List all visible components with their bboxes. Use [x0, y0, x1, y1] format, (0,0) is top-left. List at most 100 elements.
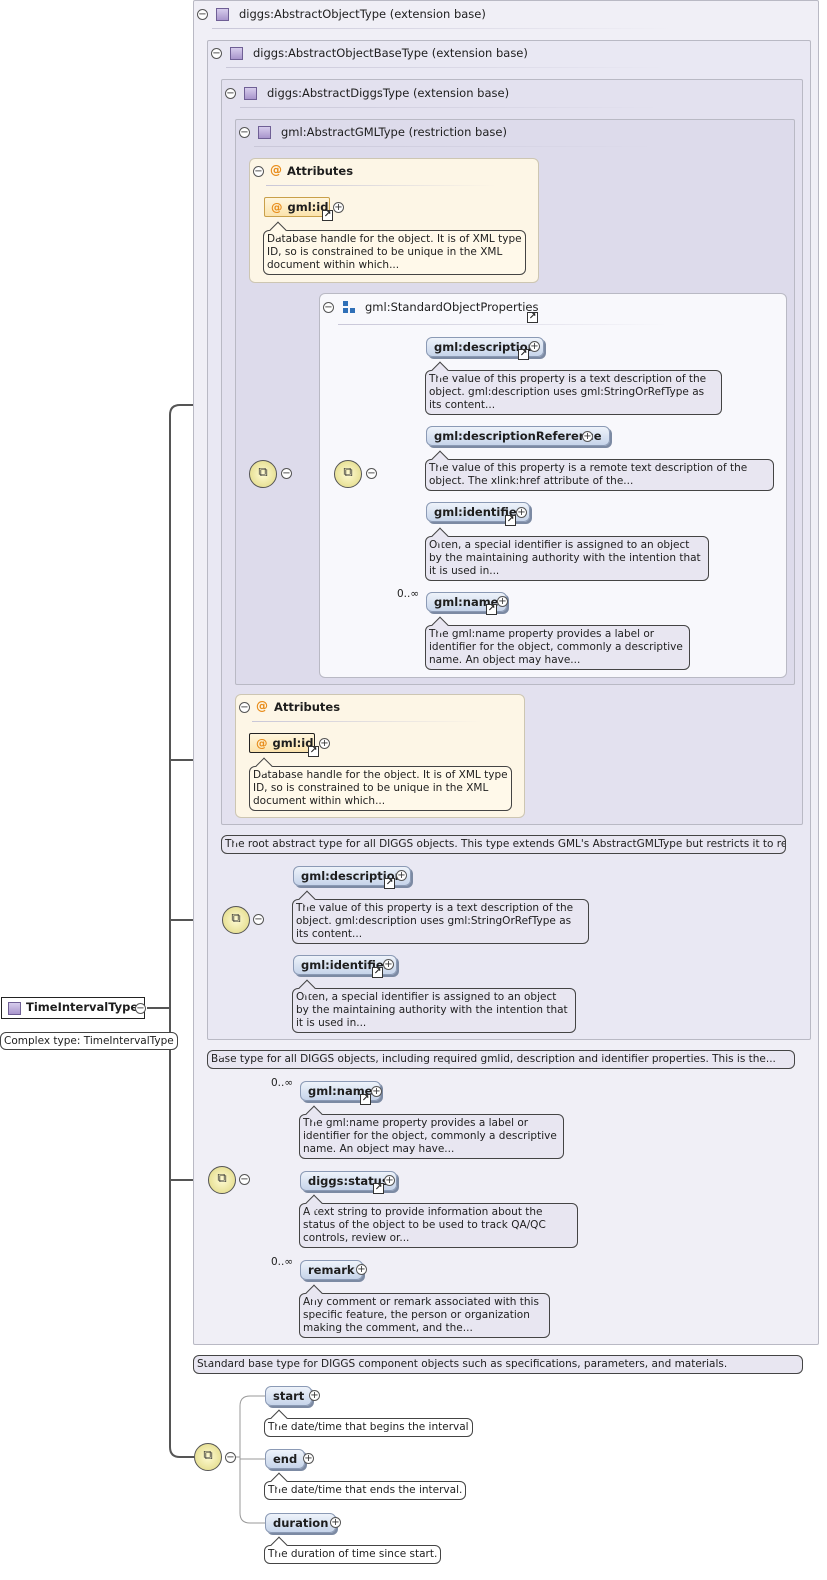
link-icon[interactable]: ↗ [486, 604, 497, 615]
duration-element[interactable]: duration [265, 1513, 337, 1533]
end-element[interactable]: end [265, 1449, 306, 1469]
abstract-object-doc: Standard base type for DIGGS component o… [193, 1355, 803, 1374]
collapse-abstract-gml-button[interactable]: − [239, 127, 250, 138]
abstract-diggs-type-title: diggs:AbstractDiggsType (extension base) [267, 86, 510, 100]
abstract-object-type-title: diggs:AbstractObjectType (extension base… [239, 7, 486, 21]
remark-element[interactable]: remark [300, 1260, 363, 1280]
collapse-sequence-button[interactable]: − [366, 468, 377, 479]
base-gml-description-doc: The value of this property is a text des… [292, 899, 589, 944]
header-divider [338, 324, 668, 325]
attribute-icon: @ [271, 200, 283, 214]
gml-id-label: gml:id [272, 736, 314, 750]
expand-remark-button[interactable]: + [356, 1264, 367, 1275]
complex-type-icon [244, 87, 257, 100]
gml-identifier-element[interactable]: gml:identifier [426, 502, 531, 522]
collapse-sequence-button[interactable]: − [225, 1452, 236, 1463]
sequence-compositor-icon[interactable]: ⧉ [222, 906, 250, 934]
sequence-compositor-icon[interactable]: ⧉ [334, 460, 362, 488]
header-divider [252, 721, 482, 722]
expand-end-button[interactable]: + [303, 1453, 314, 1464]
link-icon[interactable]: ↗ [372, 967, 383, 978]
sequence-compositor-icon[interactable]: ⧉ [249, 460, 277, 488]
expand-gml-id-button[interactable]: + [333, 202, 344, 213]
attribute-icon: @ [256, 699, 268, 713]
link-icon[interactable]: ↗ [360, 1094, 371, 1105]
root-annotation: Complex type: TimeIntervalType [0, 1032, 178, 1050]
link-icon[interactable]: ↗ [505, 515, 516, 526]
header-divider [212, 28, 672, 29]
header-divider [266, 185, 496, 186]
expand-duration-button[interactable]: + [330, 1517, 341, 1528]
gml-attributes-label: Attributes [287, 164, 354, 178]
header-divider [254, 146, 654, 147]
remark-doc: Any comment or remark associated with th… [299, 1293, 550, 1338]
expand-base-gml-identifier-button[interactable]: + [383, 959, 394, 970]
gml-id-label: gml:id [287, 200, 329, 214]
gml-description-reference-element[interactable]: gml:descriptionReference [426, 426, 610, 446]
expand-gml-description-reference-button[interactable]: + [582, 431, 593, 442]
link-icon[interactable]: ↗ [373, 1183, 384, 1194]
diggs-status-doc: A text string to provide information abo… [299, 1203, 578, 1248]
complex-type-icon [8, 1002, 21, 1015]
complex-type-icon [230, 47, 243, 60]
group-icon [343, 301, 355, 313]
expand-diggs-status-button[interactable]: + [384, 1175, 395, 1186]
collapse-abstract-object-button[interactable]: − [197, 9, 208, 20]
expand-gml-description-button[interactable]: + [529, 341, 540, 352]
header-divider [226, 67, 666, 68]
standard-object-properties-title: gml:StandardObjectProperties [365, 300, 539, 314]
expand-gml-identifier-button[interactable]: + [516, 507, 527, 518]
diggs-status-element[interactable]: diggs:status [300, 1171, 397, 1191]
sequence-compositor-icon[interactable]: ⧉ [194, 1443, 222, 1471]
collapse-root-button[interactable]: − [135, 1003, 146, 1014]
collapse-sequence-button[interactable]: − [281, 468, 292, 479]
expand-diggs-gml-id-button[interactable]: + [319, 738, 330, 749]
start-doc: The date/time that begins the interval [264, 1418, 473, 1437]
diggs-gml-id-attribute[interactable]: @ gml:id [249, 733, 315, 753]
gml-description-reference-doc: The value of this property is a remote t… [425, 459, 774, 491]
expand-start-button[interactable]: + [309, 1390, 320, 1401]
base-gml-description-element[interactable]: gml:description [293, 866, 411, 886]
collapse-abstract-object-base-button[interactable]: − [211, 48, 222, 59]
start-element[interactable]: start [265, 1386, 313, 1406]
abstract-gml-type-title: gml:AbstractGMLType (restriction base) [281, 125, 507, 139]
gml-name-doc: The gml:name property provides a label o… [425, 625, 690, 670]
link-icon[interactable]: ↗ [384, 878, 395, 889]
collapse-sequence-button[interactable]: − [239, 1174, 250, 1185]
complex-type-icon [216, 8, 229, 21]
base-gml-identifier-doc: Often, a special identifier is assigned … [292, 988, 576, 1033]
collapse-gml-attributes-button[interactable]: − [253, 166, 264, 177]
link-icon[interactable]: ↗ [308, 746, 319, 757]
abstract-object-base-type-title: diggs:AbstractObjectBaseType (extension … [253, 46, 528, 60]
time-interval-type-root[interactable]: TimeIntervalType [1, 997, 146, 1019]
abstract-object-base-doc: Base type for all DIGGS objects, includi… [207, 1050, 795, 1069]
abstract-diggs-doc: The root abstract type for all DIGGS obj… [221, 835, 786, 854]
link-icon[interactable]: ↗ [518, 349, 529, 360]
object-gml-name-occurs: 0..∞ [271, 1077, 294, 1089]
remark-occurs: 0..∞ [271, 1256, 294, 1268]
duration-doc: The duration of time since start. [264, 1545, 442, 1564]
gml-description-doc: The value of this property is a text des… [425, 370, 722, 415]
attribute-icon: @ [270, 163, 282, 177]
collapse-standard-properties-button[interactable]: − [323, 302, 334, 313]
sequence-compositor-icon[interactable]: ⧉ [208, 1166, 236, 1194]
expand-base-gml-description-button[interactable]: + [396, 870, 407, 881]
gml-description-element[interactable]: gml:description [426, 337, 544, 357]
link-icon[interactable]: ↗ [527, 312, 538, 323]
diggs-attributes-label: Attributes [274, 700, 341, 714]
collapse-abstract-diggs-button[interactable]: − [225, 88, 236, 99]
collapse-sequence-button[interactable]: − [253, 914, 264, 925]
complex-type-icon [258, 126, 271, 139]
base-gml-identifier-element[interactable]: gml:identifier [293, 955, 398, 975]
object-gml-name-doc: The gml:name property provides a label o… [299, 1114, 564, 1159]
link-icon[interactable]: ↗ [322, 210, 333, 221]
gml-id-attribute[interactable]: @ gml:id [264, 197, 330, 217]
expand-gml-name-button[interactable]: + [497, 596, 508, 607]
diggs-gml-id-doc: Database handle for the object. It is of… [249, 766, 512, 811]
gml-name-occurs: 0..∞ [397, 588, 420, 600]
end-doc: The date/time that ends the interval. [264, 1481, 467, 1500]
collapse-diggs-attributes-button[interactable]: − [239, 702, 250, 713]
expand-object-gml-name-button[interactable]: + [371, 1086, 382, 1097]
attribute-icon: @ [256, 736, 268, 750]
